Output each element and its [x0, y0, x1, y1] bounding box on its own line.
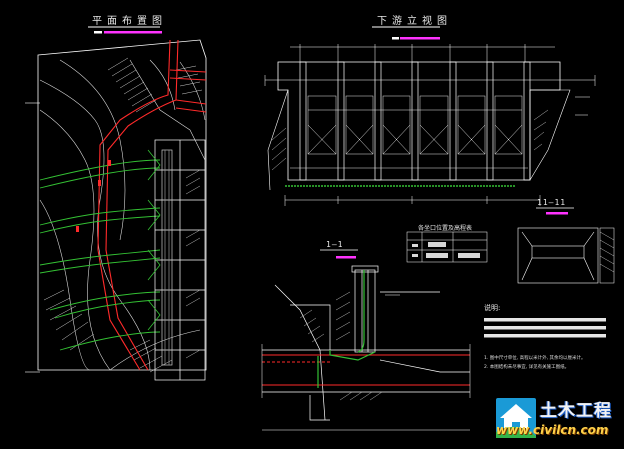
note-line-1: 1. 图中尺寸单位, 高程以米计外, 其余均以厘米计。 — [484, 356, 586, 361]
downstream-elevation-title: 下游立视图 — [377, 16, 452, 27]
plan-view-title: 平面布置图 — [92, 16, 167, 27]
note-line-2: 2. 本图结构未尽事宜, 详见有关施工图纸。 — [484, 365, 570, 370]
notes-block-bars — [484, 318, 606, 338]
notes-title: 说明: — [484, 304, 501, 312]
downstream-elevation — [264, 26, 596, 206]
section-2-label: 11—11 — [537, 198, 567, 207]
elevation-title-scale-bar — [400, 37, 440, 40]
plan-title-scale-bar — [104, 31, 162, 34]
gate-table-title: 各坐口位置及高程表 — [418, 225, 473, 232]
section-2-2 — [517, 207, 615, 284]
plan-view — [25, 26, 207, 381]
section-1-label: 1—1 — [326, 240, 344, 249]
watermark-text-cn: 土木工程 — [540, 401, 612, 421]
gate-position-table — [406, 231, 488, 263]
civilcn-watermark: 土木工程 www.civilcn.com — [494, 394, 620, 442]
section-1-1 — [261, 249, 471, 431]
house-logo-icon — [496, 398, 536, 438]
watermark-url: www.civilcn.com — [496, 423, 609, 437]
